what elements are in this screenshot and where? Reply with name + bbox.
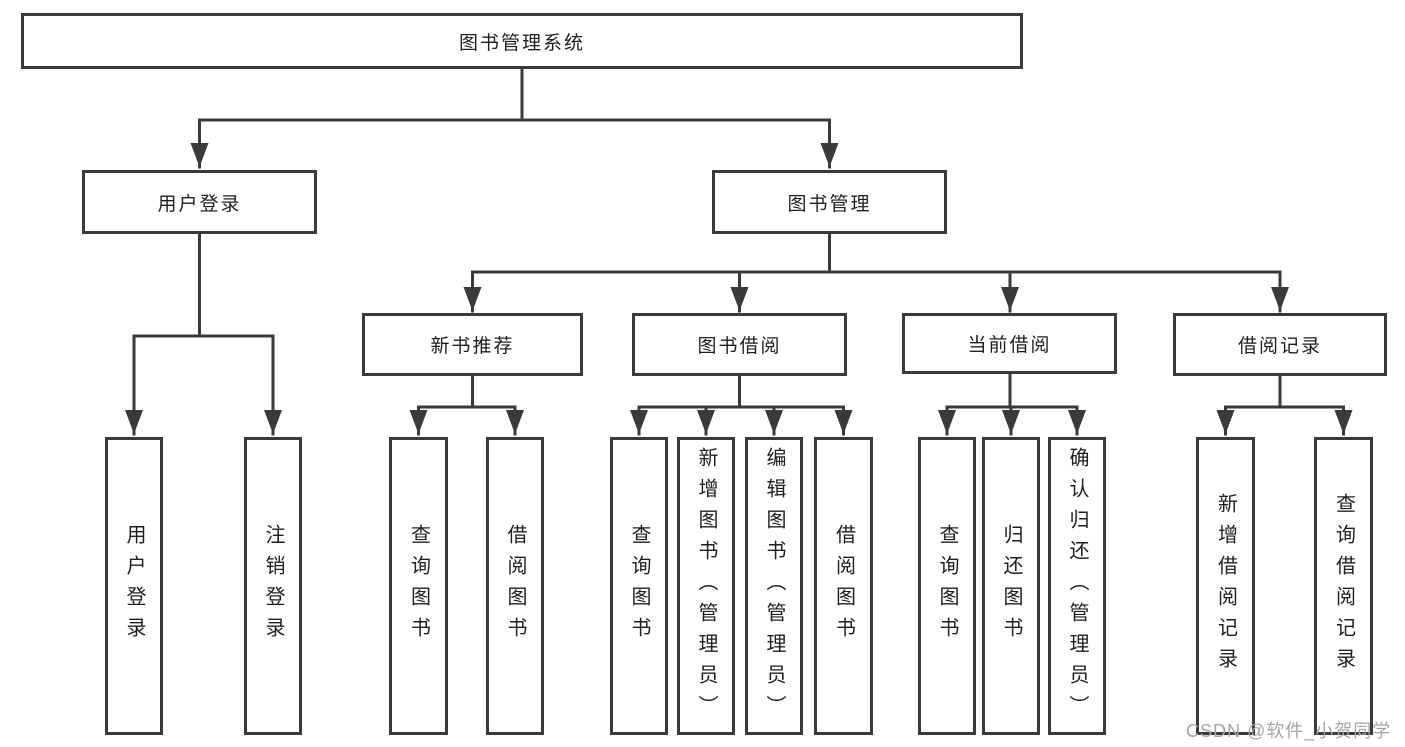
node-new-books-label: 新书推荐 — [430, 336, 515, 357]
node-current-borrow: 当前借阅 — [902, 313, 1117, 374]
leaf-bb-edit-books-admin: 编辑图书（管理员） — [745, 437, 803, 735]
leaf-cb-return-books-label: 归还图书 — [1000, 524, 1022, 648]
leaf-br-add-record-label: 新增借阅记录 — [1214, 493, 1237, 679]
leaf-bb-borrow-books: 借阅图书 — [814, 437, 873, 735]
node-current-borrow-label: 当前借阅 — [967, 335, 1052, 356]
leaf-br-query-record-label: 查询借阅记录 — [1332, 493, 1355, 679]
leaf-br-query-record: 查询借阅记录 — [1314, 437, 1373, 735]
leaf-br-add-record: 新增借阅记录 — [1196, 437, 1255, 735]
node-borrow-records: 借阅记录 — [1173, 313, 1387, 376]
node-user-login-label: 用户登录 — [157, 193, 242, 215]
node-user-login: 用户登录 — [82, 170, 317, 234]
watermark-text: CSDN @软件_小贺同学 — [1186, 721, 1392, 741]
leaf-nb-query-books: 查询图书 — [389, 437, 448, 735]
leaf-bb-query-books: 查询图书 — [610, 437, 668, 735]
node-book-management-label: 图书管理 — [787, 193, 872, 215]
node-new-books: 新书推荐 — [362, 313, 583, 376]
node-borrow-records-label: 借阅记录 — [1237, 336, 1322, 357]
leaf-user-login: 用户登录 — [105, 437, 163, 735]
leaf-cb-confirm-return-admin: 确认归还（管理员） — [1048, 437, 1106, 735]
leaf-cb-query-books-label: 查询图书 — [936, 524, 958, 648]
leaf-bb-borrow-books-label: 借阅图书 — [832, 524, 855, 648]
leaf-bb-add-books-admin-label: 新增图书（管理员） — [695, 446, 717, 726]
node-book-borrow: 图书借阅 — [632, 313, 847, 376]
leaf-nb-borrow-books-label: 借阅图书 — [504, 524, 526, 648]
leaf-bb-edit-books-admin-label: 编辑图书（管理员） — [763, 446, 785, 726]
node-root-label: 图书管理系统 — [458, 32, 585, 54]
leaf-cb-query-books: 查询图书 — [918, 437, 976, 735]
leaf-nb-query-books-label: 查询图书 — [407, 524, 430, 648]
node-book-borrow-label: 图书借阅 — [697, 336, 782, 357]
node-root: 图书管理系统 — [21, 13, 1023, 69]
leaf-nb-borrow-books: 借阅图书 — [486, 437, 544, 735]
node-book-management: 图书管理 — [712, 170, 947, 234]
leaf-cb-return-books: 归还图书 — [982, 437, 1040, 735]
leaf-logout-label: 注销登录 — [262, 524, 284, 648]
leaf-logout: 注销登录 — [244, 437, 302, 735]
leaf-user-login-label: 用户登录 — [123, 524, 145, 648]
leaf-bb-add-books-admin: 新增图书（管理员） — [677, 437, 735, 735]
leaf-cb-confirm-return-admin-label: 确认归还（管理员） — [1066, 446, 1088, 726]
leaf-bb-query-books-label: 查询图书 — [628, 524, 650, 648]
